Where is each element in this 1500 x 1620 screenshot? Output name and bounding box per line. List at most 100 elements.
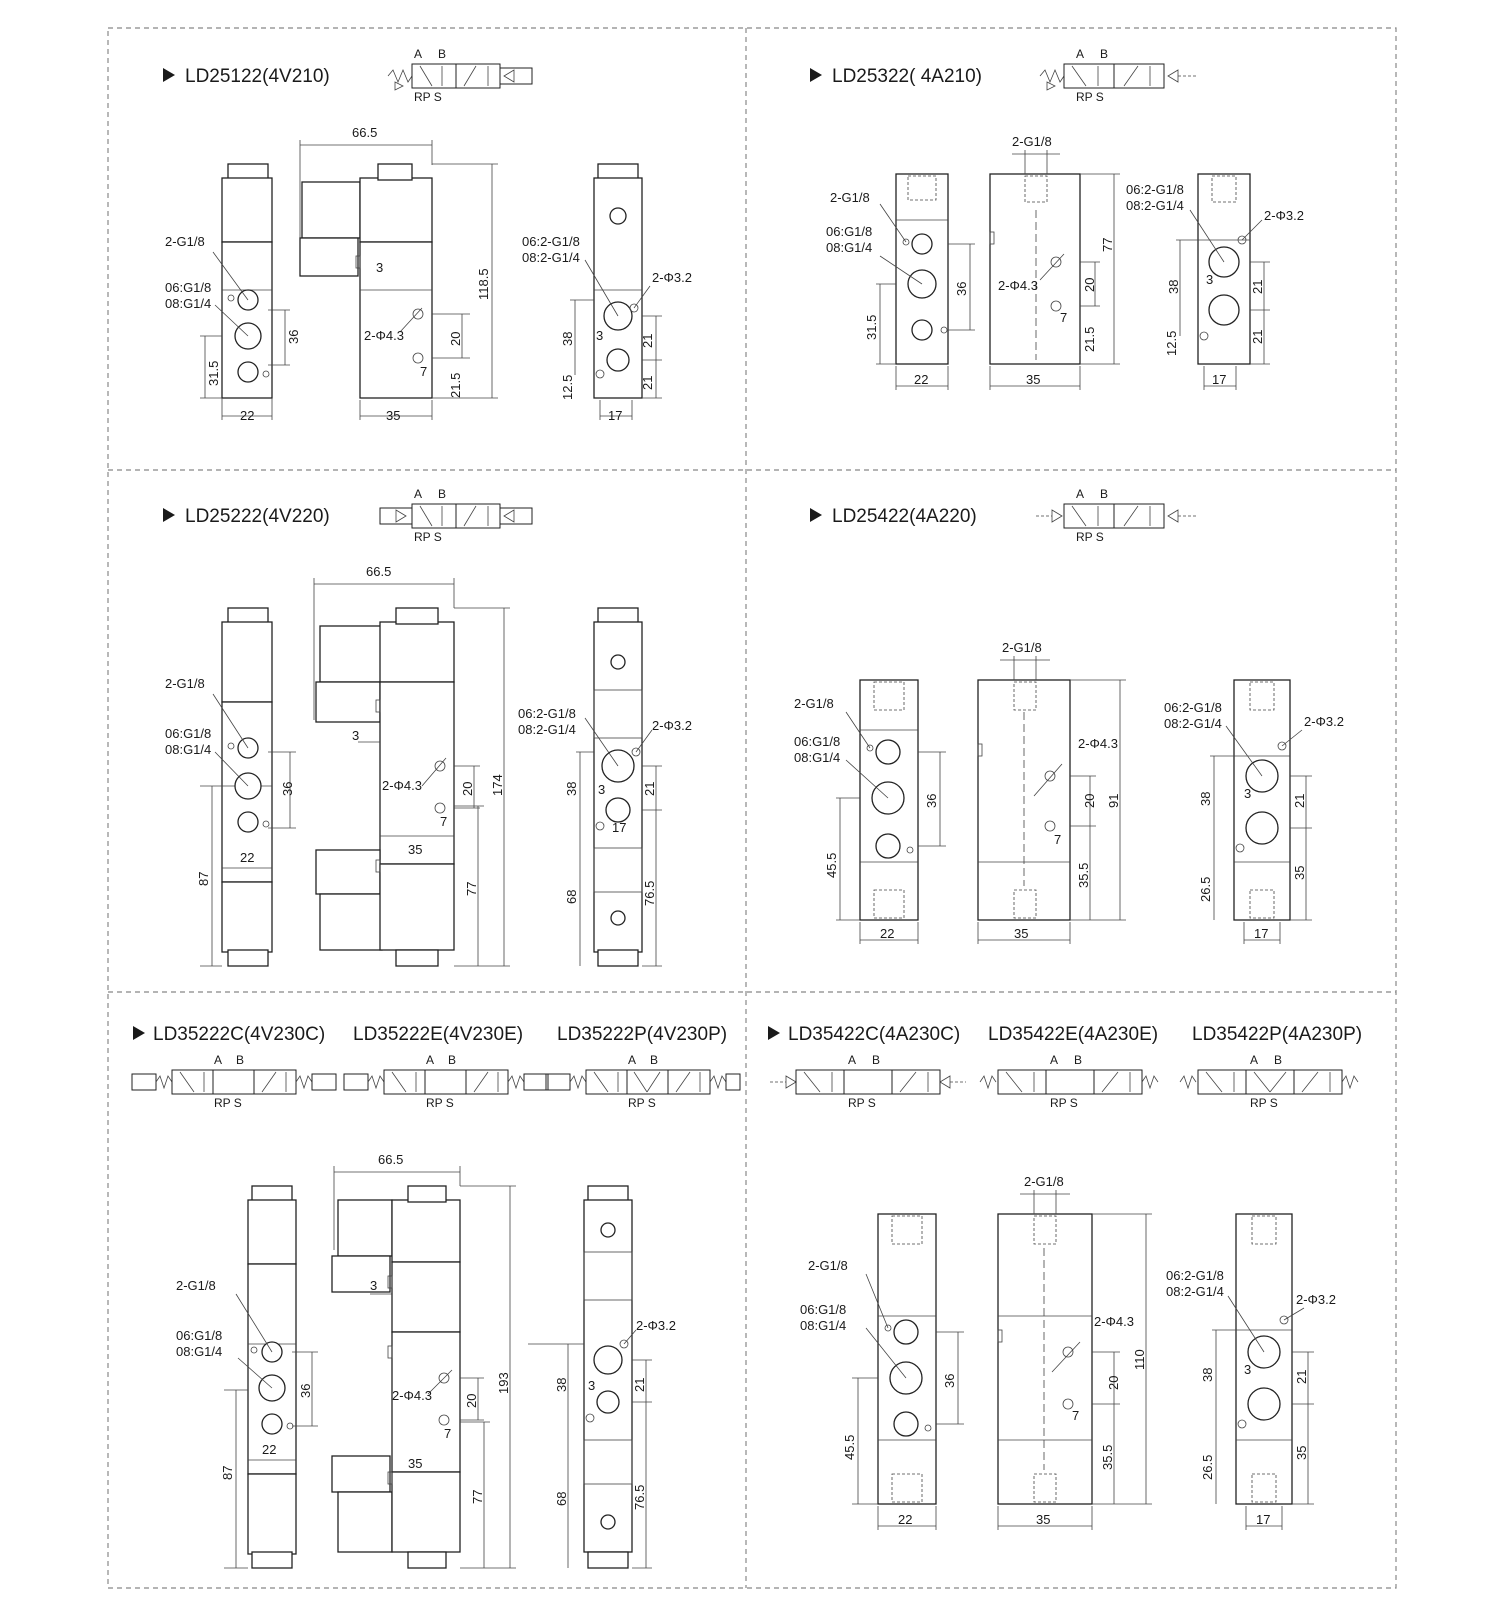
symbol-port-rps: RP S xyxy=(1250,1096,1278,1110)
dim-21: 21 xyxy=(642,782,657,796)
dim-76-5: 76.5 xyxy=(642,881,657,906)
dim-36: 36 xyxy=(942,1374,957,1388)
label-hole: 2-Φ3.2 xyxy=(652,718,692,733)
dim-35: 35 xyxy=(408,842,422,857)
dim-193: 193 xyxy=(496,1372,511,1394)
dim-20: 20 xyxy=(1106,1376,1121,1390)
dim-22: 22 xyxy=(914,372,928,387)
dim-35: 35 xyxy=(1294,1446,1309,1460)
dim-20: 20 xyxy=(460,782,475,796)
title-bullet-icon xyxy=(133,1026,145,1040)
label-port-08: 08:G1/4 xyxy=(826,240,872,255)
side-view: 66.5 3 118.5 2-Φ4.3 20 7 21.5 35 xyxy=(299,125,498,423)
label-port-08: 08:G1/4 xyxy=(165,742,211,757)
symbol-port-b: B xyxy=(1100,47,1108,61)
valve-symbol-e: A B RP S xyxy=(979,1053,1159,1110)
dim-22: 22 xyxy=(262,1442,276,1457)
label-port-06: 06:2-G1/8 xyxy=(518,706,576,721)
label-port: 2-G1/8 xyxy=(830,190,870,205)
side-view: 2-G1/8 77 2-Φ4.3 20 7 21.5 35 xyxy=(989,134,1120,390)
symbol-port-rps: RP S xyxy=(628,1096,656,1110)
dim-20: 20 xyxy=(448,332,463,346)
panel-grid xyxy=(107,27,1397,1589)
symbol-port-rps: RP S xyxy=(1076,530,1104,544)
dim-21: 21 xyxy=(640,334,655,348)
symbol-port-a: A xyxy=(848,1053,856,1067)
label-top-port: 2-G1/8 xyxy=(1012,134,1052,149)
dim-35-5: 35.5 xyxy=(1100,1445,1115,1470)
symbol-port-rps: RP S xyxy=(848,1096,876,1110)
valve-symbol: A B RP S xyxy=(1036,487,1196,544)
label-port: 2-G1/8 xyxy=(165,676,205,691)
dim-35: 35 xyxy=(386,408,400,423)
label-port: 2-G1/8 xyxy=(794,696,834,711)
dim-35-5: 35.5 xyxy=(1076,863,1091,888)
panel-title: LD25322( 4A210) xyxy=(832,66,982,87)
symbol-port-b: B xyxy=(1100,487,1108,501)
front-view: 2-G1/8 06:G1/8 08:G1/4 36 87 22 xyxy=(165,607,296,967)
dim-38: 38 xyxy=(1166,280,1181,294)
panel-title-p: LD35222P(4V230P) xyxy=(557,1024,727,1045)
dim-20: 20 xyxy=(1082,794,1097,808)
dim-35: 35 xyxy=(408,1456,422,1471)
panel-ld25422: LD25422(4A220) A B RP S xyxy=(794,487,1344,944)
panel-ld25322: LD25322( 4A210) A B RP S xyxy=(810,47,1304,390)
valve-symbol: A B RP S xyxy=(387,47,533,104)
dim-35: 35 xyxy=(1036,1512,1050,1527)
label-hole: 2-Φ4.3 xyxy=(392,1388,432,1403)
valve-symbol-e: A B RP S xyxy=(343,1053,549,1110)
panel-ld35222: LD35222C(4V230C) LD35222E(4V230E) LD3522… xyxy=(131,1024,741,1569)
label-port-08: 08:G1/4 xyxy=(794,750,840,765)
dim-3: 3 xyxy=(598,782,605,797)
panel-title-c: LD35222C(4V230C) xyxy=(153,1024,325,1045)
dim-21: 21 xyxy=(632,1378,647,1392)
dim-38: 38 xyxy=(564,782,579,796)
dim-35: 35 xyxy=(1292,866,1307,880)
dim-21: 21 xyxy=(1250,280,1265,294)
label-port-08: 08:2-G1/4 xyxy=(1166,1284,1224,1299)
dim-17: 17 xyxy=(608,408,622,423)
symbol-port-b: B xyxy=(438,47,446,61)
dim-7: 7 xyxy=(444,1426,451,1441)
dim-31-5: 31.5 xyxy=(864,315,879,340)
panel-title: LD25222(4V220) xyxy=(185,506,330,527)
label-hole: 2-Φ4.3 xyxy=(1094,1314,1134,1329)
dim-3: 3 xyxy=(370,1278,377,1293)
label-hole: 2-Φ3.2 xyxy=(636,1318,676,1333)
label-top-port: 2-G1/8 xyxy=(1002,640,1042,655)
dim-77: 77 xyxy=(470,1490,485,1504)
dim-77: 77 xyxy=(1100,238,1115,252)
dim-36: 36 xyxy=(954,282,969,296)
dim-21: 21 xyxy=(1250,330,1265,344)
title-bullet-icon xyxy=(163,508,175,522)
dim-22: 22 xyxy=(880,926,894,941)
dim-17: 17 xyxy=(612,820,626,835)
label-port-06: 06:2-G1/8 xyxy=(1164,700,1222,715)
dim-76-5: 76.5 xyxy=(632,1485,647,1510)
title-bullet-icon xyxy=(810,68,822,82)
end-view: 2-Φ3.2 38 3 21 68 76.5 xyxy=(528,1185,676,1569)
panel-title-e: LD35422E(4A230E) xyxy=(988,1024,1158,1045)
dim-7: 7 xyxy=(440,814,447,829)
label-port-08: 08:2-G1/4 xyxy=(1126,198,1184,213)
dim-20: 20 xyxy=(1082,278,1097,292)
label-port-06: 06:2-G1/8 xyxy=(522,234,580,249)
title-bullet-icon xyxy=(768,1026,780,1040)
dim-68: 68 xyxy=(564,890,579,904)
symbol-port-b: B xyxy=(236,1053,244,1067)
dim-21: 21 xyxy=(1294,1370,1309,1384)
dim-26-5: 26.5 xyxy=(1198,877,1213,902)
symbol-port-a: A xyxy=(414,47,422,61)
dim-21: 21 xyxy=(640,376,655,390)
symbol-port-rps: RP S xyxy=(1050,1096,1078,1110)
panel-title: LD25422(4A220) xyxy=(832,506,977,527)
symbol-port-a: A xyxy=(628,1053,636,1067)
title-bullet-icon xyxy=(810,508,822,522)
dim-3: 3 xyxy=(1244,1362,1251,1377)
dim-21: 21 xyxy=(1292,794,1307,808)
symbol-port-a: A xyxy=(426,1053,434,1067)
side-view: 66.5 3 174 2-Φ4.3 20 7 35 77 xyxy=(313,564,510,967)
dim-17: 17 xyxy=(1212,372,1226,387)
dim-38: 38 xyxy=(1200,1368,1215,1382)
